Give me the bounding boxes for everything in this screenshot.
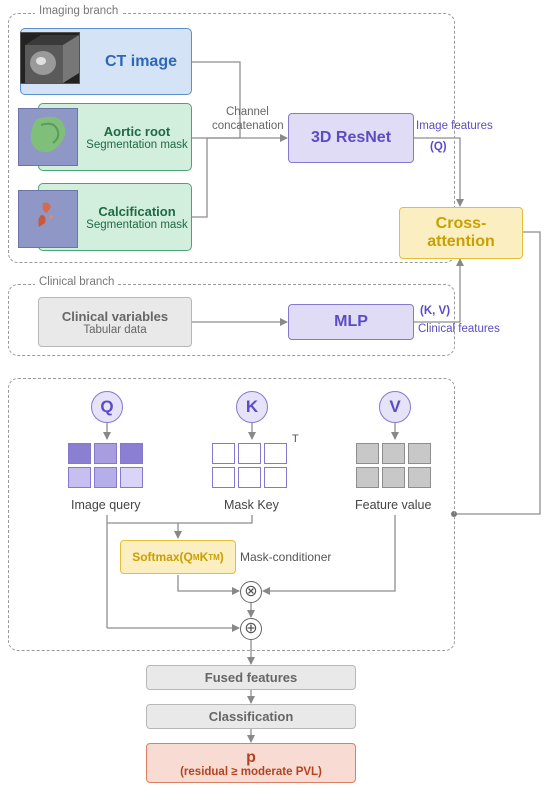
- softmax-prefix: Softmax(Q: [132, 550, 193, 564]
- mlp-label: MLP: [334, 313, 368, 330]
- value-grid-cell: [408, 443, 431, 464]
- query-grid-cell: [120, 467, 143, 488]
- cross-attention-line1: Cross-: [435, 215, 487, 232]
- mask-conditioner-label: Mask-conditioner: [240, 550, 332, 564]
- value-grid-cell: [356, 467, 379, 488]
- classification-label: Classification: [208, 709, 294, 724]
- k-circle: K: [236, 391, 268, 423]
- v-circle: V: [379, 391, 411, 423]
- v-circle-label: V: [389, 397, 401, 416]
- calcification-title: Calcification: [98, 203, 176, 219]
- aortic-root-thumbnail: [18, 108, 78, 166]
- multiply-operator: ⊗: [240, 581, 262, 603]
- transpose-mark: T: [292, 433, 299, 445]
- clinical-branch-label: Clinical branch: [35, 276, 119, 288]
- arrow-resnet-to-crossattn: [414, 137, 464, 207]
- attention-detail-panel: [8, 378, 455, 651]
- imaging-branch-label: Imaging branch: [35, 5, 123, 17]
- key-grid-cell: [212, 467, 235, 488]
- query-grid-cell: [68, 467, 91, 488]
- arrow-mlp-to-crossattn: [414, 258, 464, 323]
- query-grid-cell: [68, 443, 91, 464]
- softmax-suffix: ): [219, 550, 224, 564]
- resnet-box: 3D ResNet: [288, 113, 414, 163]
- cross-attention-line2: attention: [427, 233, 495, 250]
- clinical-features-label: Clinical features: [418, 323, 500, 335]
- key-grid-cell: [264, 443, 287, 464]
- key-grid-cell: [264, 467, 287, 488]
- mask-key-label: Mask Key: [224, 498, 279, 512]
- output-p-label: p: [246, 748, 256, 766]
- clinical-variables-box: Clinical variables Tabular data: [38, 297, 192, 347]
- imaging-branch-panel: [8, 13, 455, 263]
- softmax-sup-t: T: [208, 552, 214, 562]
- value-grid-cell: [382, 467, 405, 488]
- kv-tag-label: (K, V): [420, 305, 451, 317]
- feature-value-label: Feature value: [355, 498, 432, 512]
- line-key-to-softmax: [178, 515, 253, 524]
- key-grid-cell: [238, 443, 261, 464]
- ct-thumbnail: [20, 32, 80, 84]
- value-grid-cell: [408, 467, 431, 488]
- query-grid-cell: [94, 467, 117, 488]
- calcification-thumbnail: [18, 190, 78, 248]
- channel-concat-label-1: Channel: [226, 106, 269, 118]
- aortic-root-subtitle: Segmentation mask: [86, 138, 188, 151]
- query-grid-cell: [120, 443, 143, 464]
- mlp-box: MLP: [288, 304, 414, 340]
- cross-attention-box: Cross- attention: [399, 207, 523, 259]
- image-features-label: Image features: [416, 120, 493, 132]
- value-grid-cell: [356, 443, 379, 464]
- fused-features-label: Fused features: [204, 670, 298, 685]
- calcification-subtitle: Segmentation mask: [86, 218, 188, 231]
- add-operator: ⊕: [240, 618, 262, 640]
- output-p-box: p (residual ≥ moderate PVL): [146, 743, 356, 783]
- image-query-label: Image query: [71, 498, 141, 512]
- query-grid-cell: [94, 443, 117, 464]
- softmax-mid: K: [199, 550, 209, 564]
- clinical-variables-subtitle: Tabular data: [83, 323, 147, 336]
- line-calc-to-concat: [192, 137, 240, 218]
- softmax-sub-m1: M: [192, 552, 200, 562]
- add-symbol: ⊕: [244, 620, 258, 637]
- key-grid-cell: [212, 443, 235, 464]
- fused-features-box: Fused features: [146, 665, 356, 690]
- resnet-label: 3D ResNet: [310, 129, 392, 146]
- clinical-branch-panel: [8, 284, 455, 356]
- ct-image-label: CT image: [104, 52, 177, 70]
- clinical-variables-title: Clinical variables: [61, 308, 169, 324]
- q-circle: Q: [91, 391, 123, 423]
- line-ct-to-concat: [192, 61, 241, 138]
- arrow-value-to-mult: [262, 515, 396, 595]
- softmax-sub-m2: M: [213, 552, 220, 562]
- value-grid-cell: [382, 443, 405, 464]
- channel-concat-label-2: concatenation: [212, 120, 284, 132]
- q-circle-label: Q: [100, 397, 114, 416]
- aortic-root-title: Aortic root: [103, 123, 171, 139]
- k-circle-label: K: [245, 397, 259, 416]
- q-tag-label: (Q): [430, 141, 447, 153]
- key-grid-cell: [238, 467, 261, 488]
- line-crossattn-to-detail: [454, 231, 541, 515]
- output-p-subtitle: (residual ≥ moderate PVL): [180, 765, 322, 778]
- arrow-softmax-to-mult: [177, 575, 240, 595]
- classification-box: Classification: [146, 704, 356, 729]
- multiply-symbol: ⊗: [244, 583, 258, 600]
